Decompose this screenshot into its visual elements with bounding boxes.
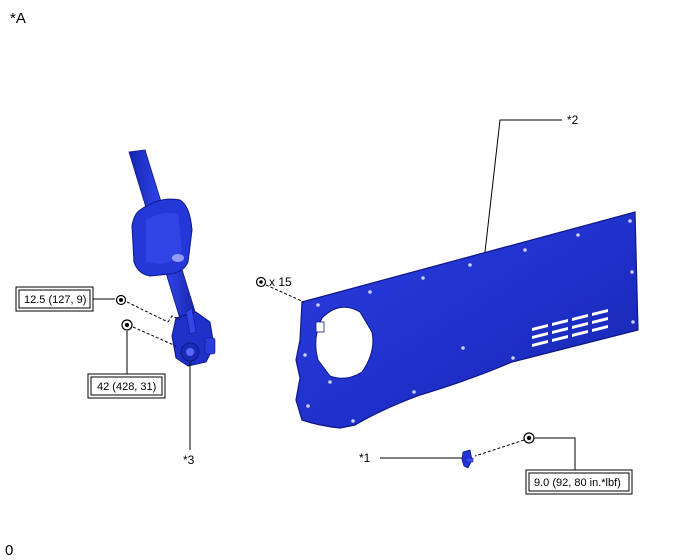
torque-box-3: 9.0 (92, 80 in.*lbf) — [525, 469, 633, 495]
dash-clip — [265, 284, 305, 303]
panel-clip-holes — [303, 219, 635, 423]
dash-lower-bolt — [132, 326, 177, 347]
torque-box-2: 42 (428, 31) — [87, 373, 166, 399]
panel-vents — [532, 309, 608, 347]
callout-2: *2 — [567, 113, 579, 127]
retractor-lever — [185, 307, 197, 335]
side-panel — [295, 211, 639, 429]
clip-icon — [255, 276, 267, 288]
panel-notch — [315, 321, 325, 333]
torque-3-text: 9.0 (92, 80 in.*lbf) — [534, 477, 621, 489]
belt-cover-reflection — [172, 254, 184, 262]
torque-1-text: 12.5 (127, 9) — [24, 294, 86, 306]
dash-right-bolt — [474, 439, 525, 457]
callout-3: *3 — [183, 453, 195, 467]
clip-quantity: x 15 — [269, 275, 292, 289]
bolt-lower — [121, 319, 133, 331]
bolt-upper — [115, 294, 127, 306]
anchor-part — [461, 449, 474, 469]
retractor-mount — [204, 337, 216, 355]
bolt-right — [523, 432, 535, 444]
belt-cover-highlight — [146, 212, 182, 264]
leader-callout-2 — [484, 119, 562, 253]
torque-2-text: 42 (428, 31) — [97, 381, 156, 393]
side-panel-body — [295, 211, 639, 429]
callout-1: *1 — [359, 451, 371, 465]
torque-box-1: 12.5 (127, 9) — [15, 286, 94, 312]
panel-cutout — [315, 306, 374, 379]
retractor-spool-center — [186, 348, 194, 356]
leader-torque-3 — [535, 437, 576, 470]
corner-mark: 0 — [5, 542, 13, 559]
seat-belt-assembly — [128, 149, 216, 367]
dash-upper-bolt — [126, 301, 169, 323]
view-label: *A — [10, 10, 26, 27]
dash-upper-bolt-end — [167, 315, 181, 323]
